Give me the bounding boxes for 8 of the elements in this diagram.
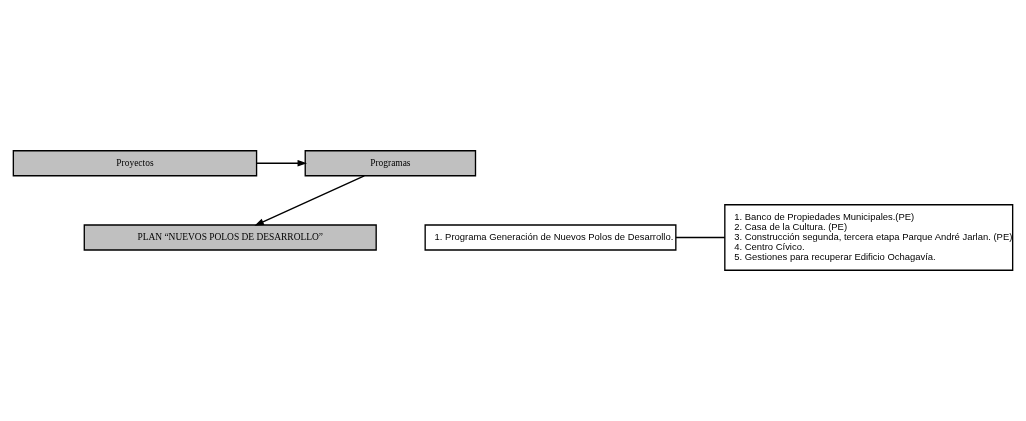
arrow [256,159,308,167]
arrow [254,175,365,226]
connector [675,236,726,239]
node-box: Proyectos [12,150,258,177]
node-box: PLAN “NUEVOS POLOS DE DESARROLLO” [83,224,377,251]
node-box: 1. Programa Generación de Nuevos Polos de Desarrollo. [424,224,677,251]
node-box: 1. Banco de Propiedades Municipales.(PE) 2. Casa de la Cultura. (PE) 3. Construcción segunda, tercera etapa Parque André Jarlan. (PE) 4. Centro Cívico. 5. Gestiones para recuperar Edificio Ochagavía. [724,204,1014,271]
node-box: Programas [304,150,477,177]
